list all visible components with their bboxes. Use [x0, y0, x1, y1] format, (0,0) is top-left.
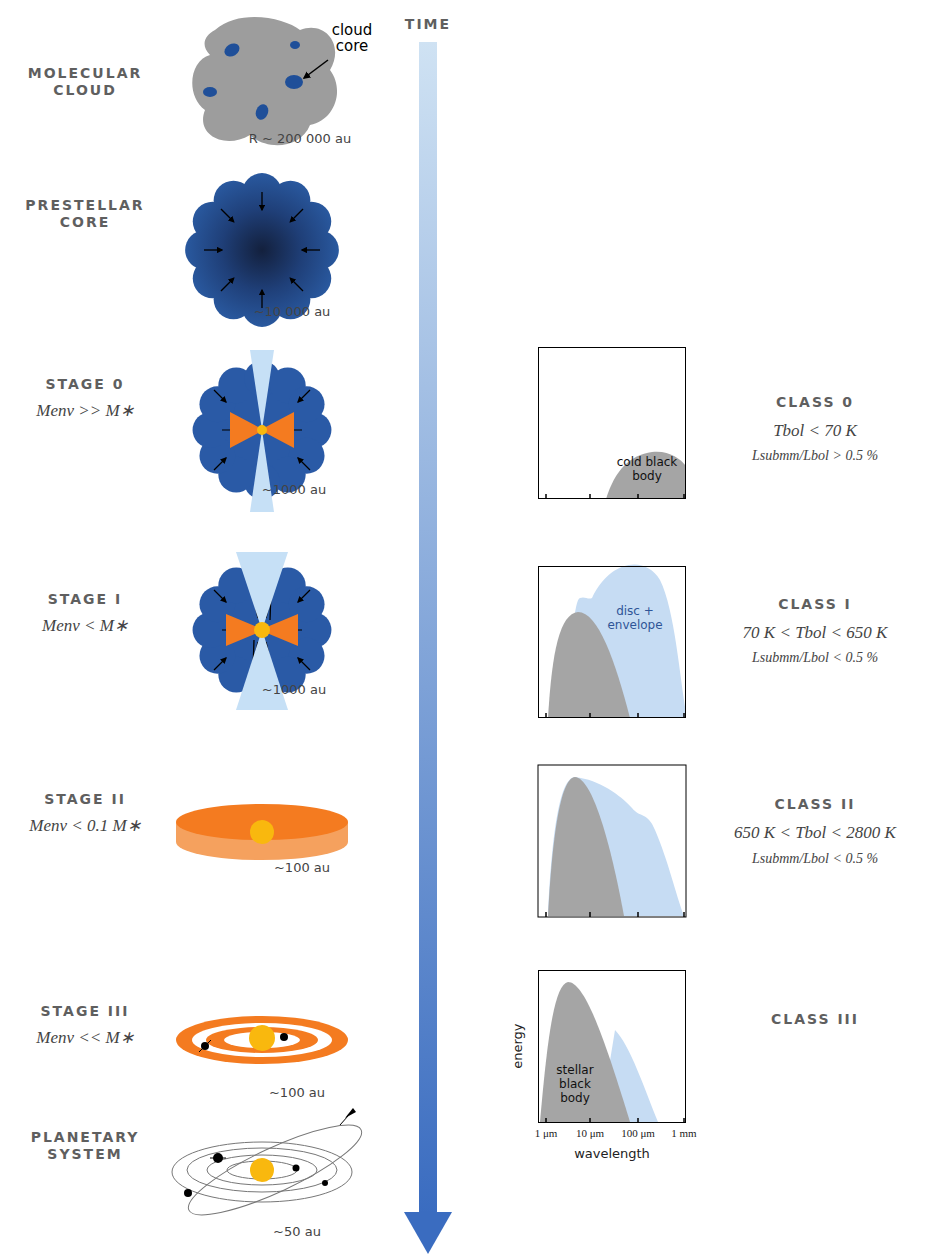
scale-label: ~100 au: [262, 860, 342, 876]
sed-plot: cold black body: [538, 347, 686, 499]
class-criterion: 650 K < Tbol < 2800 K: [695, 822, 925, 843]
stage-title: PRESTELLAR CORE: [15, 197, 155, 232]
mass-ratio: Menv << M∗: [10, 1027, 160, 1048]
curve-label: cold black body: [614, 456, 680, 484]
stage-title: MOLECULAR CLOUD: [15, 65, 155, 100]
scale-label: ~100 au: [257, 1085, 337, 1101]
sed-plot: disc + envelope: [538, 566, 686, 718]
scale-label: R ~ 200 000 au: [235, 131, 365, 147]
class-title: CLASS I: [725, 596, 905, 614]
axis-label: wavelength: [557, 1146, 667, 1162]
stage-title: STAGE I: [15, 591, 155, 609]
class-title: CLASS III: [725, 1011, 905, 1029]
class-criterion: Lsubmm/Lbol < 0.5 %: [705, 850, 925, 868]
scale-label: ~1000 au: [249, 682, 339, 698]
sed-plot-frame: [538, 765, 686, 917]
curve-label: stellar black body: [543, 1064, 607, 1105]
mass-ratio: Menv < M∗: [10, 615, 160, 636]
class-criterion: 70 K < Tbol < 650 K: [705, 622, 925, 643]
stage-title: PLANETARY SYSTEM: [15, 1129, 155, 1164]
tick-label: 1 μm: [526, 1127, 566, 1141]
scale-label: ~1000 au: [249, 482, 339, 498]
class-criterion: Tbol < 70 K: [705, 420, 925, 441]
axis-label: energy: [510, 1011, 526, 1081]
time-arrow: [419, 42, 437, 1214]
sed-plot: stellar black body: [538, 970, 686, 1123]
class-criterion: Lsubmm/Lbol > 0.5 %: [705, 447, 925, 465]
scale-label: ~50 au: [257, 1224, 337, 1240]
scale-label: ~10 000 au: [237, 304, 347, 320]
class-title: CLASS 0: [725, 394, 905, 412]
axis-title: TIME: [393, 16, 463, 34]
callout-label: cloud core: [320, 22, 384, 55]
stage-title: STAGE 0: [15, 376, 155, 394]
molecular-cloud: [192, 17, 337, 145]
time-arrow-head: [404, 1212, 452, 1254]
mass-ratio: Menv < 0.1 M∗: [10, 815, 160, 836]
class-criterion: Lsubmm/Lbol < 0.5 %: [705, 649, 925, 667]
class-title: CLASS II: [725, 796, 905, 814]
stage-title: STAGE II: [15, 791, 155, 809]
stage-title: STAGE III: [15, 1003, 155, 1021]
tick-label: 10 μm: [568, 1127, 612, 1141]
tick-label: 100 μm: [613, 1127, 663, 1141]
mass-ratio: Menv >> M∗: [10, 400, 160, 421]
tick-label: 1 mm: [664, 1127, 704, 1141]
curve-label: disc + envelope: [597, 605, 673, 633]
